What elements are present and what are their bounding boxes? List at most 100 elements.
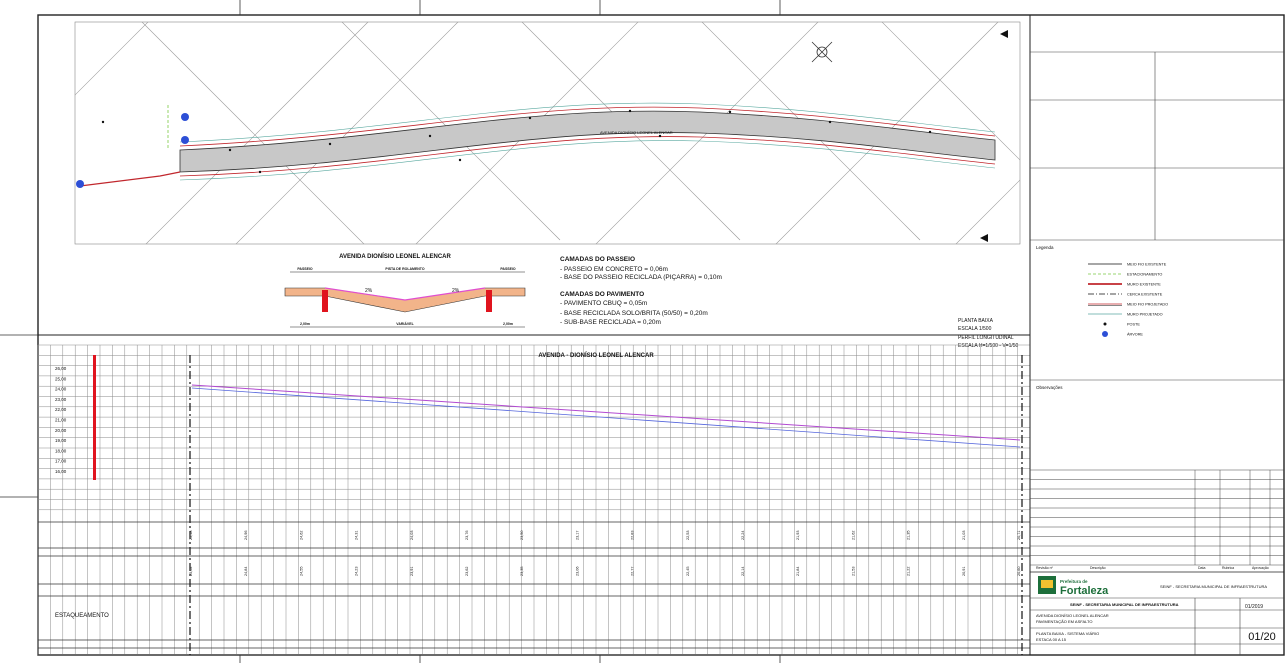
title-date: 01/2019 xyxy=(1245,604,1263,610)
elevation-label: 17,00 xyxy=(55,459,67,464)
elevation-label: 16,00 xyxy=(55,469,67,474)
profile-grid xyxy=(37,344,1031,656)
plan-view: AVENIDA DIONÍSIO LEONEL ALENCAR xyxy=(74,21,1021,245)
drawing-line: PLANTA BAIXA - SISTEMA VIÁRIO xyxy=(1036,631,1099,636)
elevation-label: 21,00 xyxy=(55,418,67,423)
legend-label: ÁRVORE xyxy=(1127,333,1143,337)
passeio-layer-item: - PASSEIO EM CONCRETO = 0,06m xyxy=(560,266,668,273)
title-column: Legenda MEIO FIO EXISTENTEESTACIONAMENTO… xyxy=(1029,14,1285,656)
profile-row2-value: 24,84 xyxy=(244,566,248,576)
passeio-layer-item: - BASE DO PASSEIO RECICLADA (PIÇARRA) = … xyxy=(560,274,722,281)
legend-label: MURO PROJETADO xyxy=(1127,313,1163,317)
section-dim-right: 2,00m xyxy=(503,322,513,326)
profile-scale-bar xyxy=(93,355,96,480)
profile-terrain-line xyxy=(191,387,1021,448)
revision-header: Descrição xyxy=(1090,566,1106,570)
org-right: SEINF - SECRETARIA MUNICIPAL DE INFRAEST… xyxy=(1160,584,1267,589)
legend-label: MEIO FIO PROJETADO xyxy=(1127,303,1168,307)
profile-row2-value: 22,77 xyxy=(631,566,635,576)
section-passeio-left: PASSEIO xyxy=(297,267,313,271)
legend-title: Legenda xyxy=(1036,245,1054,250)
profile-row2-value: 25,02 xyxy=(189,566,193,576)
sheet-number: 01/20 xyxy=(1248,631,1276,643)
drawing-line: ESTACA 00 A 15 xyxy=(1036,637,1067,642)
section-curb-right xyxy=(486,290,492,312)
scale-note: ESCALA 1/500 xyxy=(958,326,992,332)
trees xyxy=(76,113,189,188)
legend-label: MEIO FIO EXISTENTE xyxy=(1127,263,1167,267)
curb-top xyxy=(179,106,996,147)
profile-row1-value: 20,71 xyxy=(1017,530,1021,540)
scale-note: ESCALA H=1/500 - V=1/50 xyxy=(958,343,1019,349)
elevation-label: 18,00 xyxy=(55,448,67,453)
profile-row2-value: 21,22 xyxy=(907,566,911,576)
profile-row2-value: 20,60 xyxy=(1017,566,1021,576)
section-dim-center: VARIÁVEL xyxy=(396,321,414,326)
section-passeio-right: PASSEIO xyxy=(500,267,516,271)
scale-notes: PLANTA BAIXA ESCALA 1/500 PERFIL LONGITU… xyxy=(958,318,1019,349)
profile-row2-value: 20,91 xyxy=(962,566,966,576)
pavimento-layers-title: CAMADAS DO PAVIMENTO xyxy=(560,291,644,298)
profile-row1-value: 24,31 xyxy=(355,530,359,540)
profile-left-footer: ESTAQUEAMENTO xyxy=(55,613,109,619)
profile-row1-value: 23,50 xyxy=(520,530,524,540)
existing-wall-left xyxy=(79,171,181,187)
road-surface xyxy=(179,110,996,173)
profile-row1-value: 23,76 xyxy=(465,530,469,540)
section-slope-right: 2% xyxy=(452,288,460,294)
elevation-label: 22,00 xyxy=(55,407,67,412)
profile-title: AVENIDA - DIONÍSIO LEONEL ALENCAR xyxy=(538,351,654,359)
profile-row2-value: 22,45 xyxy=(686,566,690,576)
match-marker-icon xyxy=(980,30,1008,242)
legend-label: CERCA EXISTENTE xyxy=(1127,293,1163,297)
legend-label: POSTE xyxy=(1127,323,1140,327)
top-zone-ticks xyxy=(0,0,781,663)
fortaleza-logo: Prefeitura de Fortaleza xyxy=(1038,576,1109,597)
revision-header: Data xyxy=(1198,566,1205,570)
section-title: AVENIDA DIONÍSIO LEONEL ALENCAR xyxy=(339,252,451,260)
profile-row1-value: 22,83 xyxy=(631,530,635,540)
revision-table xyxy=(1030,469,1284,566)
profile-view: AVENIDA - DIONÍSIO LEONEL ALENCAR 26,00 2… xyxy=(37,334,1031,656)
elevation-label: 20,00 xyxy=(55,428,67,433)
scale-note: PERFIL LONGITUDINAL xyxy=(958,335,1014,341)
section-slope-left: 2% xyxy=(365,288,373,294)
profile-row2-value: 23,06 xyxy=(575,566,579,576)
section-curb-left xyxy=(322,290,328,312)
grid-diagonals xyxy=(75,22,1020,244)
logo-top: Prefeitura de xyxy=(1060,579,1088,584)
profile-row2-value: 23,62 xyxy=(465,566,469,576)
legend-swatch xyxy=(1102,331,1108,337)
revision-header: Rubrica xyxy=(1222,566,1234,570)
tree-icon xyxy=(181,113,189,121)
legend-label: MURO EXISTENTE xyxy=(1127,283,1161,287)
elevation-label: 26,00 xyxy=(55,366,67,371)
profile-row2-value: 23,91 xyxy=(410,566,414,576)
pavimento-layer-item: - PAVIMENTO CBUQ = 0,05m xyxy=(560,300,647,307)
legend-swatch xyxy=(1103,322,1107,326)
plan-street-label: AVENIDA DIONÍSIO LEONEL ALENCAR xyxy=(600,130,673,135)
profile-row2-value: 21,53 xyxy=(851,566,855,576)
section-dim-left: 2,00m xyxy=(300,322,310,326)
section-surface-line xyxy=(324,287,486,301)
profile-row2-value: 24,55 xyxy=(299,566,303,576)
passeio-layers-title: CAMADAS DO PASSEIO xyxy=(560,256,635,263)
project-line: AVENIDA DIONÍSIO LEONEL ALENCAR xyxy=(1036,613,1109,618)
profile-row1-value: 21,03 xyxy=(962,530,966,540)
logo-main: Fortaleza xyxy=(1060,585,1109,597)
tree-icon xyxy=(181,136,189,144)
profile-row2-value: 23,35 xyxy=(520,566,524,576)
profile-row2-value: 21,84 xyxy=(796,566,800,576)
wall-projected-top xyxy=(179,102,996,143)
project-line: PAVIMENTAÇÃO EM ASFALTO xyxy=(1036,619,1093,624)
elevation-label: 19,00 xyxy=(55,438,67,443)
wall-projected-bottom xyxy=(179,140,996,181)
elevation-label: 25,00 xyxy=(55,376,67,381)
elevation-label: 23,00 xyxy=(55,397,67,402)
profile-row1-value: 23,17 xyxy=(575,530,579,540)
revision-header: Revisão nº xyxy=(1036,566,1054,570)
profile-row1-value: 21,35 xyxy=(907,530,911,540)
profile-row1-value: 22,24 xyxy=(741,530,745,540)
profile-row1-value: 21,93 xyxy=(796,530,800,540)
